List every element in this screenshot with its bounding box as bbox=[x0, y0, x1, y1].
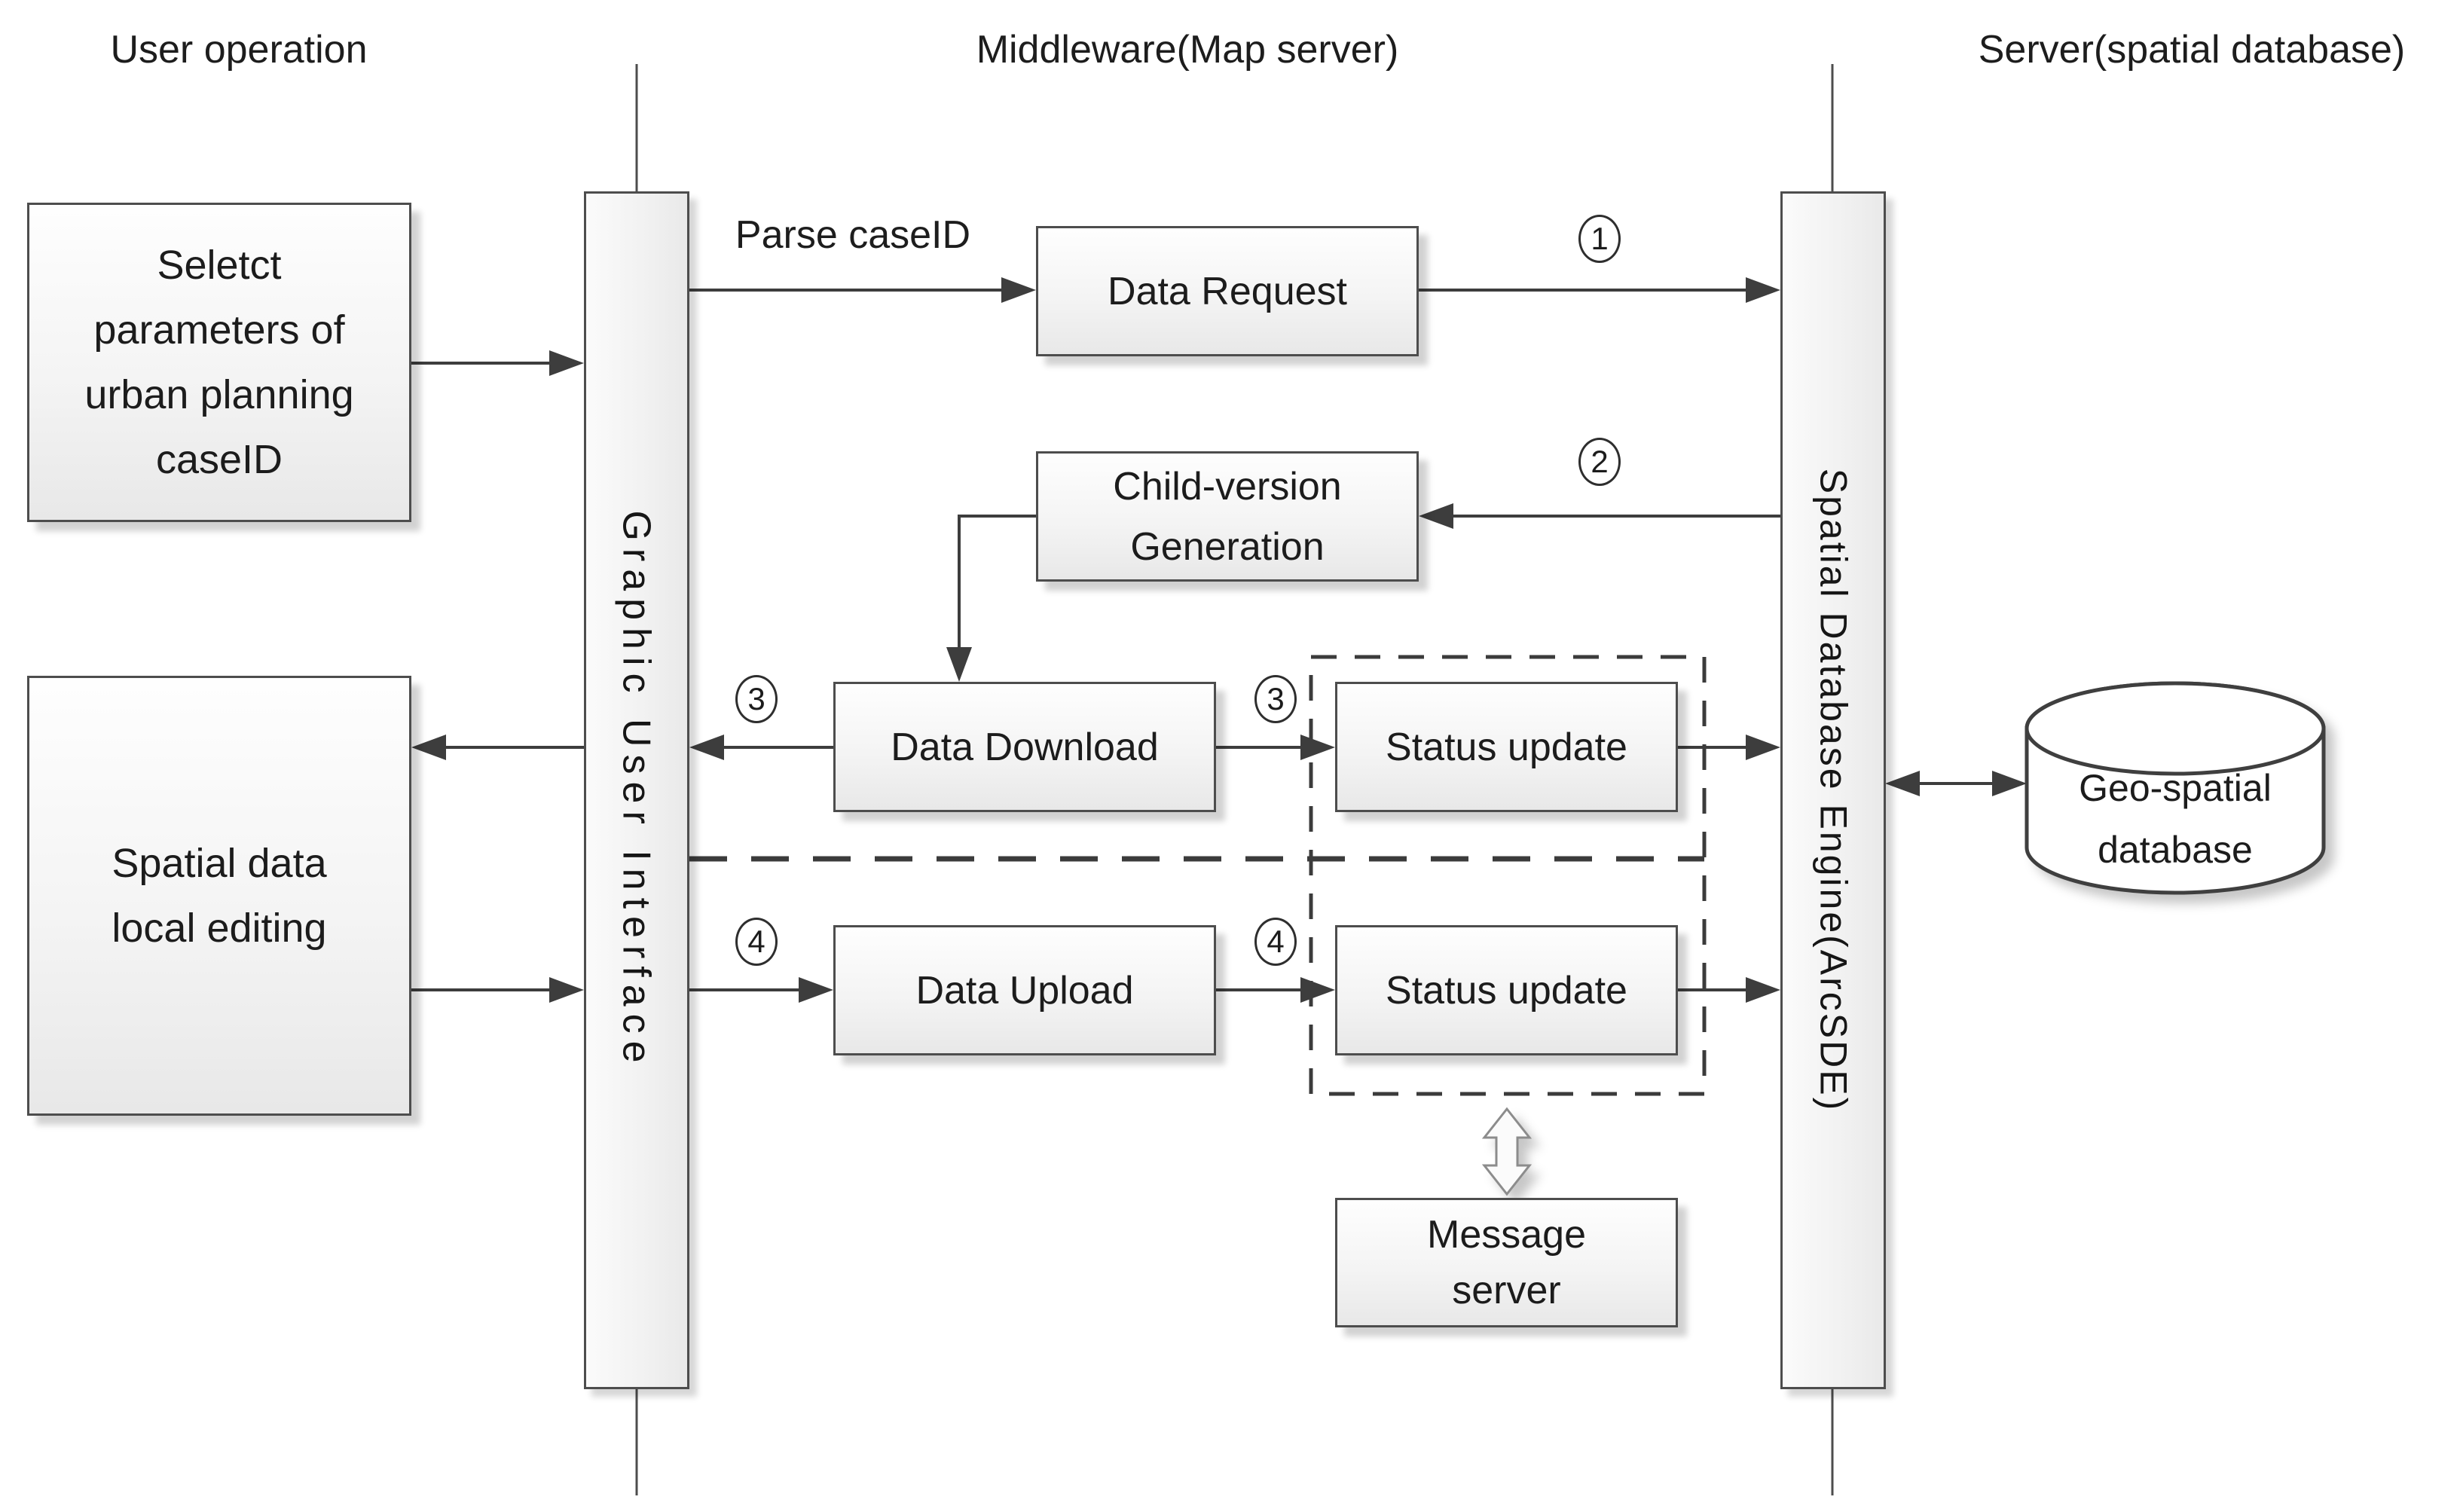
arrow-gui-to-data-request bbox=[689, 277, 1036, 303]
arrow-status-top-to-sde bbox=[1678, 735, 1780, 760]
node-spatial-data-local-editing: Spatial data local editing bbox=[27, 676, 411, 1116]
lane-graphic-user-interface: Graphic User Interface bbox=[584, 191, 689, 1389]
arrow-data-download-to-status-top bbox=[1216, 735, 1335, 760]
arrow-data-upload-to-status-bottom bbox=[1216, 977, 1335, 1003]
lane-label-sde: Spatial Database Engine(ArcSDE) bbox=[1812, 468, 1854, 1113]
node-message-server: Message server bbox=[1335, 1198, 1678, 1327]
step-badge-4-left: 4 bbox=[735, 918, 778, 966]
database-cylinder-icon bbox=[2024, 681, 2326, 895]
arrow-data-request-to-sde bbox=[1419, 277, 1780, 303]
step-badge-2: 2 bbox=[1578, 438, 1621, 486]
step-number: 3 bbox=[747, 681, 765, 716]
node-child-version-generation: Child-version Generation bbox=[1036, 451, 1419, 582]
lane-label-gui: Graphic User Interface bbox=[615, 510, 659, 1071]
arrow-data-download-to-gui bbox=[689, 735, 833, 760]
step-badge-1: 1 bbox=[1578, 215, 1621, 263]
dashed-boundary-box bbox=[1309, 655, 1707, 1096]
node-status-update-bottom: Status update bbox=[1335, 925, 1678, 1055]
step-number: 1 bbox=[1591, 221, 1609, 256]
edge-label-parse-caseid: Parse caseID bbox=[735, 213, 971, 257]
node-data-request: Data Request bbox=[1036, 226, 1419, 356]
column-header-middleware: Middleware(Map server) bbox=[976, 28, 1399, 72]
column-header-server: Server(spatial database) bbox=[1978, 28, 2406, 72]
arrow-select-to-gui bbox=[411, 350, 584, 376]
arrow-status-bottom-to-sde bbox=[1678, 977, 1780, 1003]
arrow-child-version-to-data-download bbox=[946, 515, 1036, 682]
node-select-parameters: Seletct parameters of urban planning cas… bbox=[27, 203, 411, 522]
arrow-gui-to-data-upload bbox=[689, 977, 833, 1003]
lane-spatial-database-engine: Spatial Database Engine(ArcSDE) bbox=[1780, 191, 1886, 1389]
step-badge-3-left: 3 bbox=[735, 675, 778, 723]
arrow-spatial-editing-to-gui bbox=[411, 977, 584, 1003]
arrow-sde-to-child-version bbox=[1419, 503, 1780, 529]
arrow-sde-geodb-bidirectional bbox=[1885, 771, 2027, 796]
hollow-double-arrow-icon bbox=[1481, 1107, 1532, 1196]
step-number: 2 bbox=[1591, 444, 1609, 479]
step-number: 3 bbox=[1267, 681, 1285, 716]
step-badge-3-right: 3 bbox=[1254, 675, 1297, 723]
node-data-download: Data Download bbox=[833, 682, 1216, 812]
node-status-update-top: Status update bbox=[1335, 682, 1678, 812]
node-data-upload: Data Upload bbox=[833, 925, 1216, 1055]
node-geo-spatial-database-label: Geo-spatial database bbox=[2079, 767, 2272, 871]
step-number: 4 bbox=[1267, 924, 1285, 959]
step-badge-4-right: 4 bbox=[1254, 918, 1297, 966]
column-header-user-operation: User operation bbox=[110, 28, 368, 72]
step-number: 4 bbox=[747, 924, 765, 959]
arrow-gui-to-spatial-editing bbox=[411, 735, 584, 760]
